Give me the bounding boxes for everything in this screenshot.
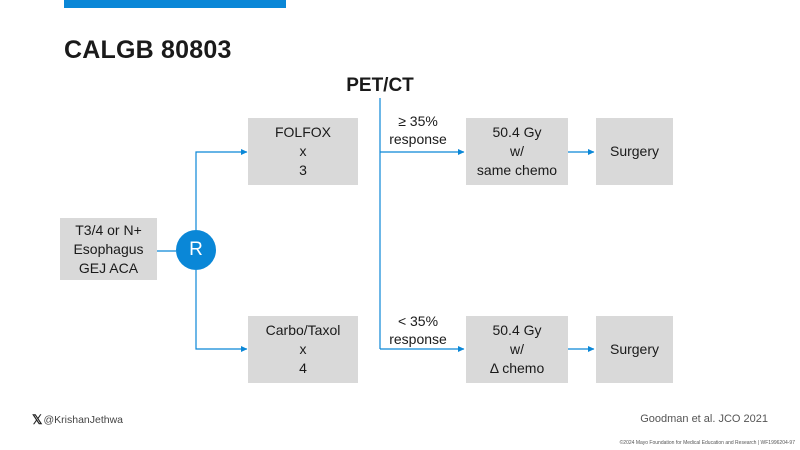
copyright-notice: ©2024 Mayo Foundation for Medical Educat… bbox=[619, 440, 795, 446]
arm-folfox-box: FOLFOX x 3 bbox=[248, 118, 358, 185]
citation: Goodman et al. JCO 2021 bbox=[640, 413, 768, 425]
response-text: response bbox=[389, 331, 447, 347]
pet-ct-label: PET/CT bbox=[346, 75, 414, 96]
population-line: T3/4 or N+ bbox=[75, 221, 142, 238]
accent-bar bbox=[64, 0, 286, 8]
surgery-bottom-box: Surgery bbox=[596, 316, 673, 383]
response-threshold: ≥ 35% bbox=[398, 113, 438, 129]
arm-line: x bbox=[299, 341, 307, 357]
population-box: T3/4 or N+ Esophagus GEJ ACA bbox=[60, 218, 157, 280]
arm-line: 3 bbox=[299, 162, 307, 178]
rt-line: 50.4 Gy bbox=[492, 322, 542, 338]
rt-changed-chemo-box: 50.4 Gy w/ Δ chemo bbox=[466, 316, 568, 383]
arm-line: Carbo/Taxol bbox=[265, 322, 341, 338]
response-threshold: < 35% bbox=[397, 313, 439, 329]
response-text: response bbox=[389, 131, 447, 147]
population-line: GEJ ACA bbox=[78, 259, 139, 276]
arm-line: FOLFOX bbox=[274, 124, 331, 140]
arm-carbo-taxol-box: Carbo/Taxol x 4 bbox=[248, 316, 358, 383]
rt-line: w/ bbox=[510, 143, 524, 159]
response-low-label: < 35% response bbox=[380, 312, 456, 348]
response-high-label: ≥ 35% response bbox=[380, 112, 456, 148]
slide-title: CALGB 80803 bbox=[64, 36, 232, 64]
rt-line: 50.4 Gy bbox=[492, 124, 542, 140]
arm-line: x bbox=[299, 143, 307, 159]
arm-line: 4 bbox=[299, 360, 307, 376]
surgery-label: Surgery bbox=[609, 143, 660, 159]
population-line: Esophagus bbox=[73, 240, 144, 257]
randomization-node: R bbox=[176, 230, 216, 270]
x-logo-icon: 𝕏 bbox=[32, 412, 43, 427]
rt-line: Δ chemo bbox=[489, 360, 545, 376]
rt-same-chemo-box: 50.4 Gy w/ same chemo bbox=[466, 118, 568, 185]
surgery-top-box: Surgery bbox=[596, 118, 673, 185]
surgery-label: Surgery bbox=[609, 341, 660, 357]
rt-line: same chemo bbox=[476, 162, 558, 178]
rt-line: w/ bbox=[510, 341, 524, 357]
handle-text: @KrishanJethwa bbox=[43, 414, 124, 426]
social-handle[interactable]: 𝕏 @KrishanJethwa bbox=[32, 412, 123, 428]
